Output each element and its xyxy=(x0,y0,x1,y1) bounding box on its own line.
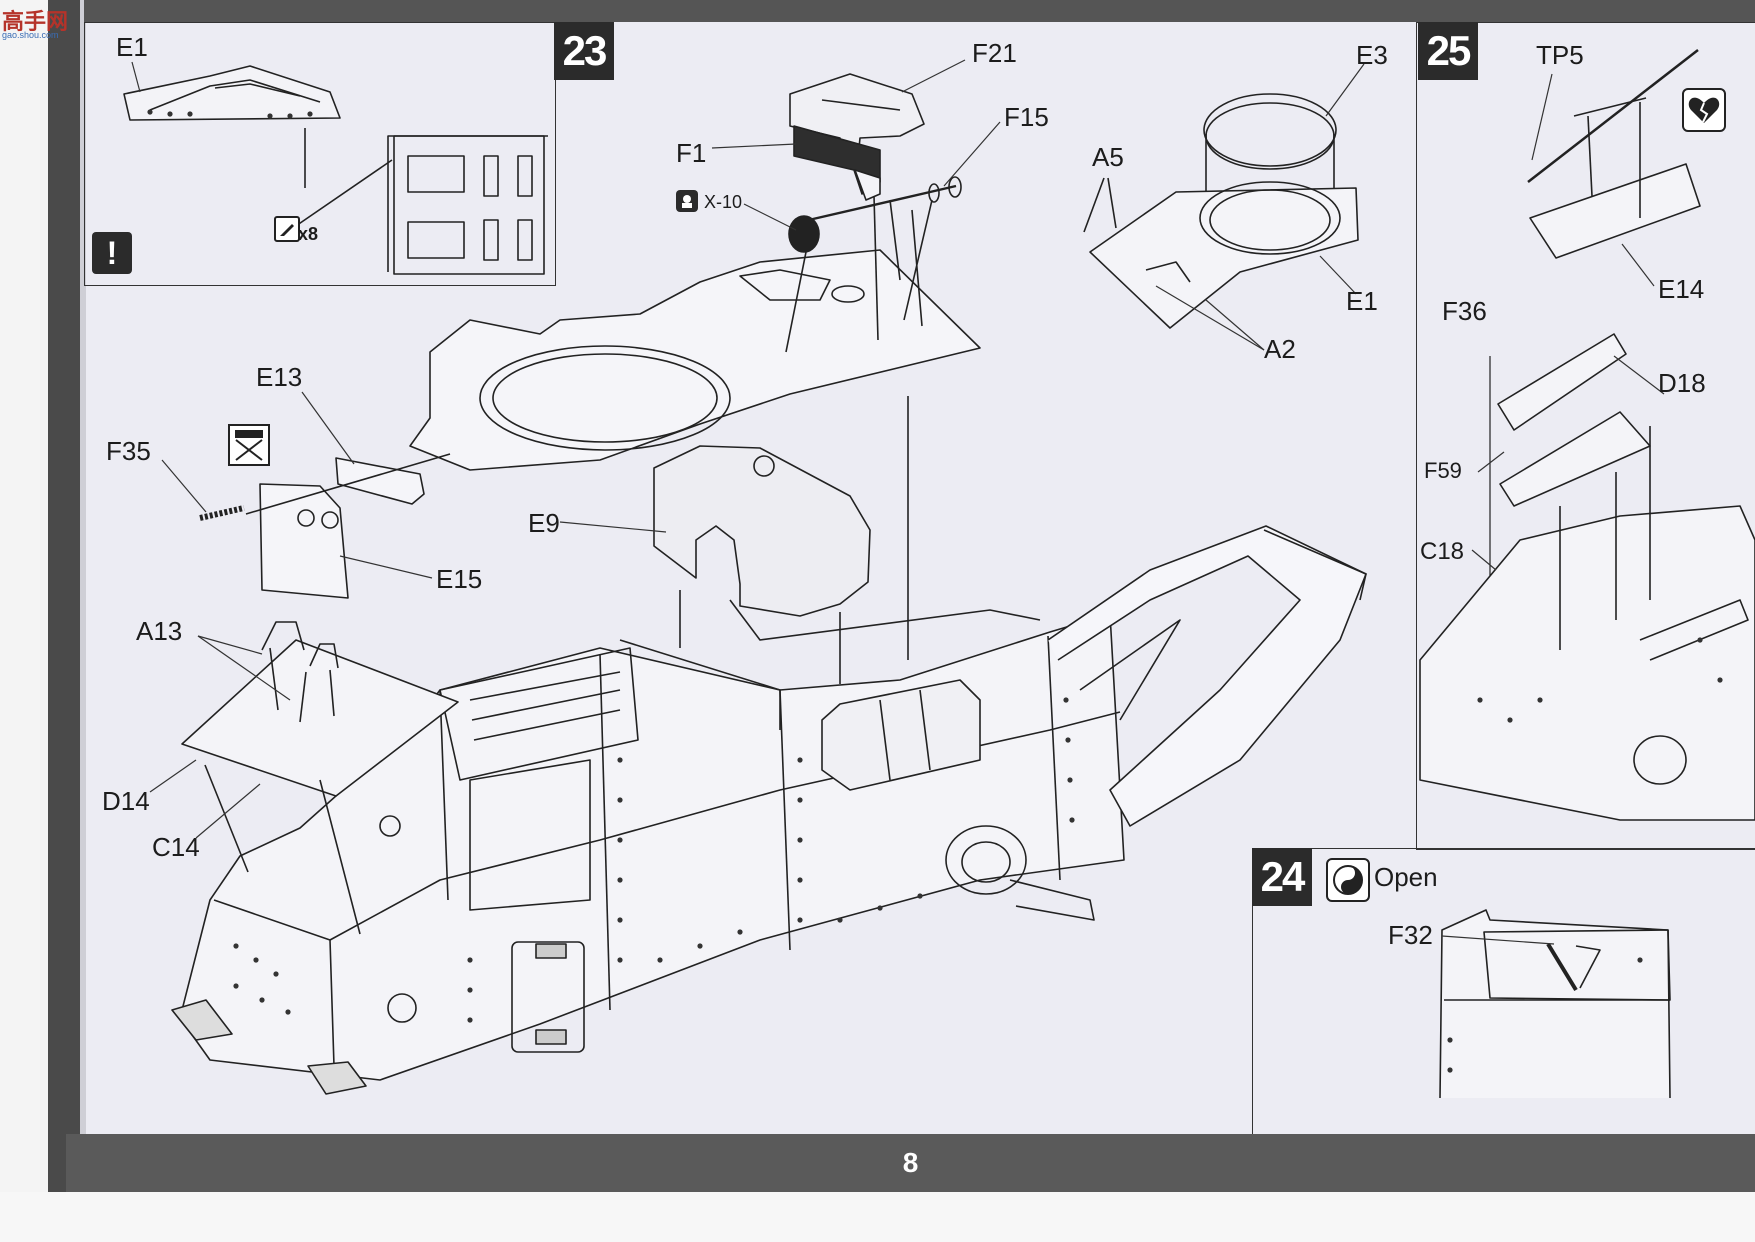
panel-step25 xyxy=(1416,22,1755,850)
open-label: Open xyxy=(1374,862,1438,892)
watermark-logo: 高手网 gao.shou.com xyxy=(0,4,84,40)
label-d18: D18 xyxy=(1658,368,1706,398)
binding-edge xyxy=(80,0,86,1242)
drill-icon xyxy=(274,216,300,242)
watermark-url: gao.shou.com xyxy=(2,30,59,40)
glue-icon xyxy=(676,190,698,212)
label-e15: E15 xyxy=(436,564,483,594)
label-a5: A5 xyxy=(1092,142,1124,172)
drill-count: x8 xyxy=(298,224,319,244)
step-number-25: 25 xyxy=(1418,22,1478,80)
label-x10: X-10 xyxy=(704,192,743,212)
label-e13: E13 xyxy=(256,362,303,392)
label-c14: C14 xyxy=(152,832,200,862)
footer-bar: 8 xyxy=(66,1134,1755,1192)
label-f35: F35 xyxy=(106,436,151,466)
label-f32: F32 xyxy=(1388,920,1433,950)
label-a2: A2 xyxy=(1264,334,1296,364)
open-position-icon xyxy=(1326,858,1370,902)
label-d14: D14 xyxy=(102,786,150,816)
binding-spine xyxy=(48,0,84,1242)
label-f1: F1 xyxy=(676,138,707,168)
warning-icon: ! xyxy=(92,232,132,274)
label-e3: E3 xyxy=(1356,40,1388,70)
label-f21: F21 xyxy=(972,38,1017,68)
label-a13: A13 xyxy=(136,616,183,646)
scan-bottom-margin xyxy=(0,1192,1755,1242)
label-e1-inset: E1 xyxy=(116,32,148,62)
label-f36: F36 xyxy=(1442,296,1487,326)
label-e9: E9 xyxy=(528,508,560,538)
no-glue-icon xyxy=(228,424,270,466)
broken-heart-icon xyxy=(1682,88,1726,132)
label-e14: E14 xyxy=(1658,274,1705,304)
header-bar xyxy=(84,0,1755,22)
label-c18: C18 xyxy=(1420,538,1465,565)
watermark-text: 高手网 xyxy=(2,9,69,34)
scan-margin xyxy=(0,0,48,1242)
label-f15: F15 xyxy=(1004,102,1049,132)
label-f59: F59 xyxy=(1424,458,1462,483)
step-number-23: 23 xyxy=(554,22,614,80)
page-number: 8 xyxy=(902,1147,919,1178)
label-tp5: TP5 xyxy=(1536,40,1584,70)
inset-panel-step23 xyxy=(84,22,556,286)
step-number-24: 24 xyxy=(1252,848,1312,906)
label-e1-turret: E1 xyxy=(1346,286,1378,316)
